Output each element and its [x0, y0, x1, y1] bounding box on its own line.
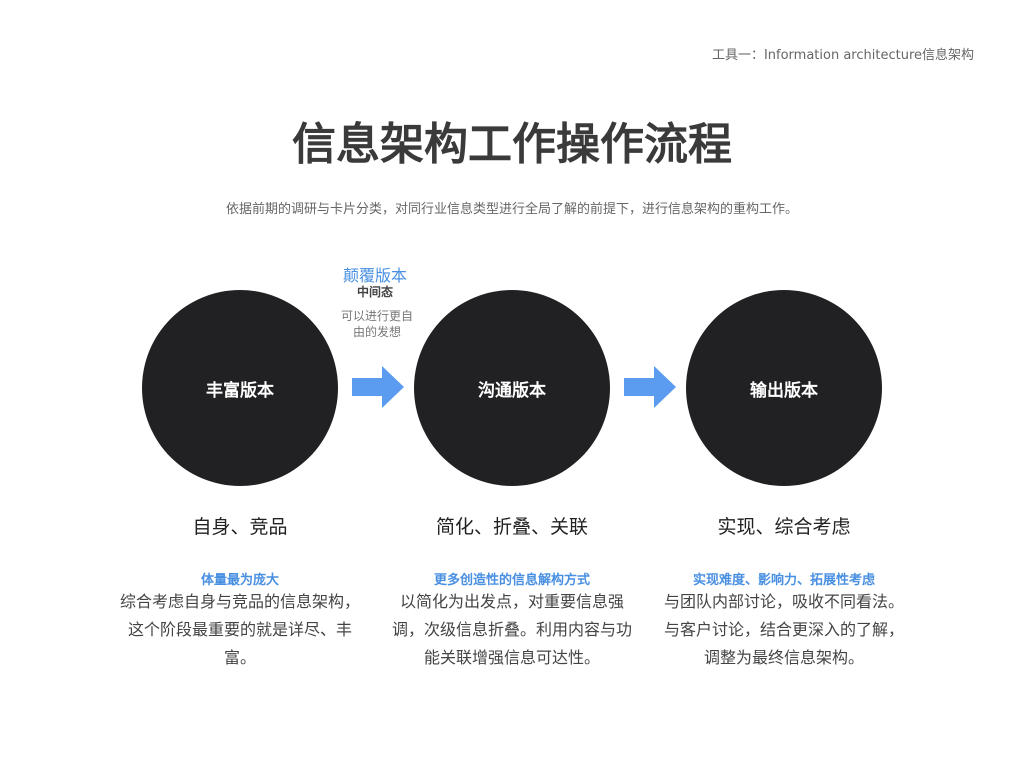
page-title: 信息架构工作操作流程: [292, 119, 732, 170]
stage-label: 简化、折叠、关联: [435, 516, 588, 538]
stage-description: 以简化为出发点，对重要信息强调，次级信息折叠。利用内容与功能关联增强信息可达性。: [392, 592, 633, 667]
stage-circle-communication: 沟通版本: [414, 290, 610, 486]
stage-description: 综合考虑自身与竞品的信息架构，这个阶段最重要的就是详尽、丰富。: [120, 592, 361, 667]
stage-label: 实现、综合考虑: [717, 516, 851, 538]
stage-description: 与团队内部讨论，吸收不同看法。与客户讨论，结合更深入的了解，调整为最终信息架构。: [664, 592, 905, 667]
subtitle: 依据前期的调研与卡片分类，对同行业信息类型进行全局了解的前提下，进行信息架构的重…: [225, 202, 798, 217]
stage-circle-rich: 丰富版本: [142, 290, 338, 486]
header-note: 工具一：Information architecture信息架构: [711, 48, 974, 63]
arrow-right-icon: [624, 366, 676, 408]
transition-title: 颠覆版本: [342, 266, 407, 285]
stage-highlight: 更多创造性的信息解构方式: [433, 573, 590, 588]
stage-circle-output: 输出版本: [686, 290, 882, 486]
arrow-right-icon: [352, 366, 404, 408]
stage-name: 输出版本: [750, 380, 818, 401]
stage-label: 自身、竞品: [192, 516, 288, 538]
stage-name: 沟通版本: [478, 380, 546, 401]
transition-subtitle: 中间态: [356, 285, 393, 299]
stage-name: 丰富版本: [206, 380, 274, 401]
stage-highlight: 实现难度、影响力、拓展性考虑: [692, 573, 875, 588]
transition-description: 可以进行更自由的发想: [340, 309, 413, 339]
stage-highlight: 体量最为庞大: [200, 573, 279, 588]
